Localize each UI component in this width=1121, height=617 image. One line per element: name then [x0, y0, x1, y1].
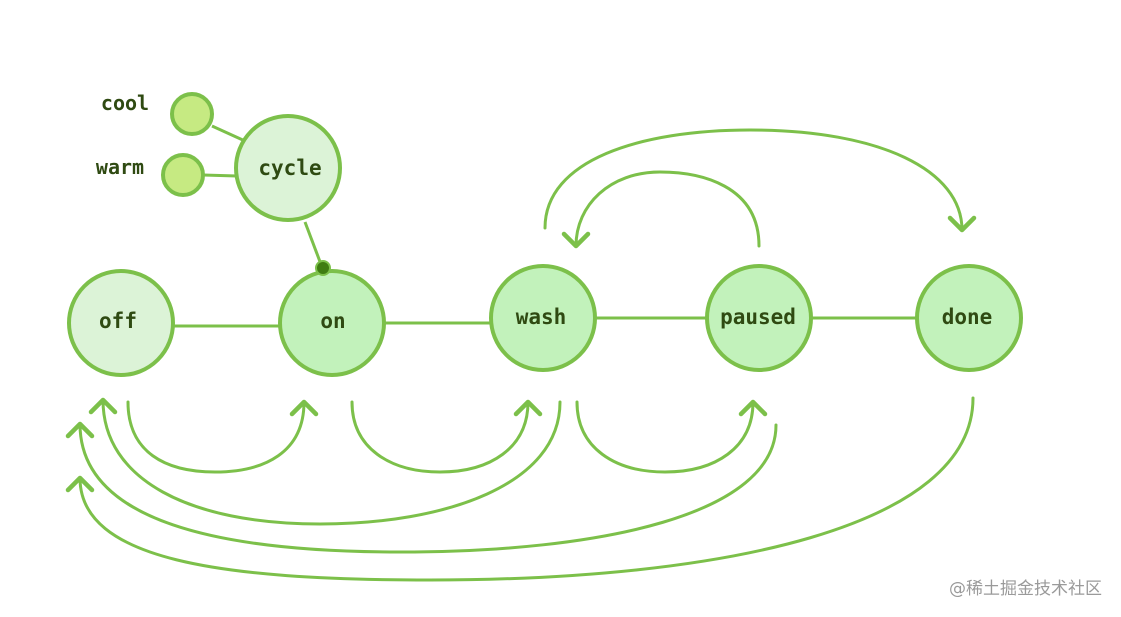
option-warm-circle [161, 153, 205, 197]
option-warm: warm [96, 153, 205, 197]
node-paused-circle [705, 264, 813, 372]
option-cool-label: cool [101, 91, 149, 115]
transition-wash-to-done [543, 128, 977, 233]
watermark: @稀土掘金技术社区 [949, 579, 1102, 599]
node-cycle: cycle [234, 114, 342, 222]
option-cool-circle [170, 92, 214, 136]
option-cool: cool [101, 91, 214, 136]
connector-warm-cycle [202, 173, 238, 178]
connector-on-cycle [303, 221, 324, 268]
node-off-circle [67, 269, 175, 377]
node-off: off [67, 269, 175, 377]
transitions [65, 128, 977, 582]
transition-done-to-off [65, 396, 975, 582]
node-paused-label: paused [720, 305, 796, 329]
connector-cool-cycle [211, 124, 246, 143]
node-wash-label: wash [516, 305, 567, 329]
option-warm-label: warm [96, 155, 144, 179]
node-wash: wash [489, 264, 597, 372]
node-paused: paused [705, 264, 813, 372]
node-done-circle [915, 264, 1023, 372]
transition-wash-to-paused [575, 399, 768, 474]
node-done: done [915, 264, 1023, 372]
node-wash-circle [489, 264, 597, 372]
transition-paused-to-off [65, 421, 778, 554]
node-done-label: done [942, 305, 993, 329]
on-cycle-connector-dot [315, 260, 331, 276]
node-cycle-circle [234, 114, 342, 222]
transition-off-to-on [126, 399, 319, 474]
connectors [173, 124, 918, 328]
node-off-label: off [99, 309, 137, 333]
transition-wash-to-off [88, 397, 562, 526]
node-on-label: on [320, 309, 345, 333]
transition-paused-to-wash [561, 170, 761, 249]
node-on: on [278, 269, 386, 377]
node-cycle-label: cycle [258, 156, 321, 180]
node-on-circle [278, 269, 386, 377]
transition-on-to-wash [350, 399, 543, 474]
